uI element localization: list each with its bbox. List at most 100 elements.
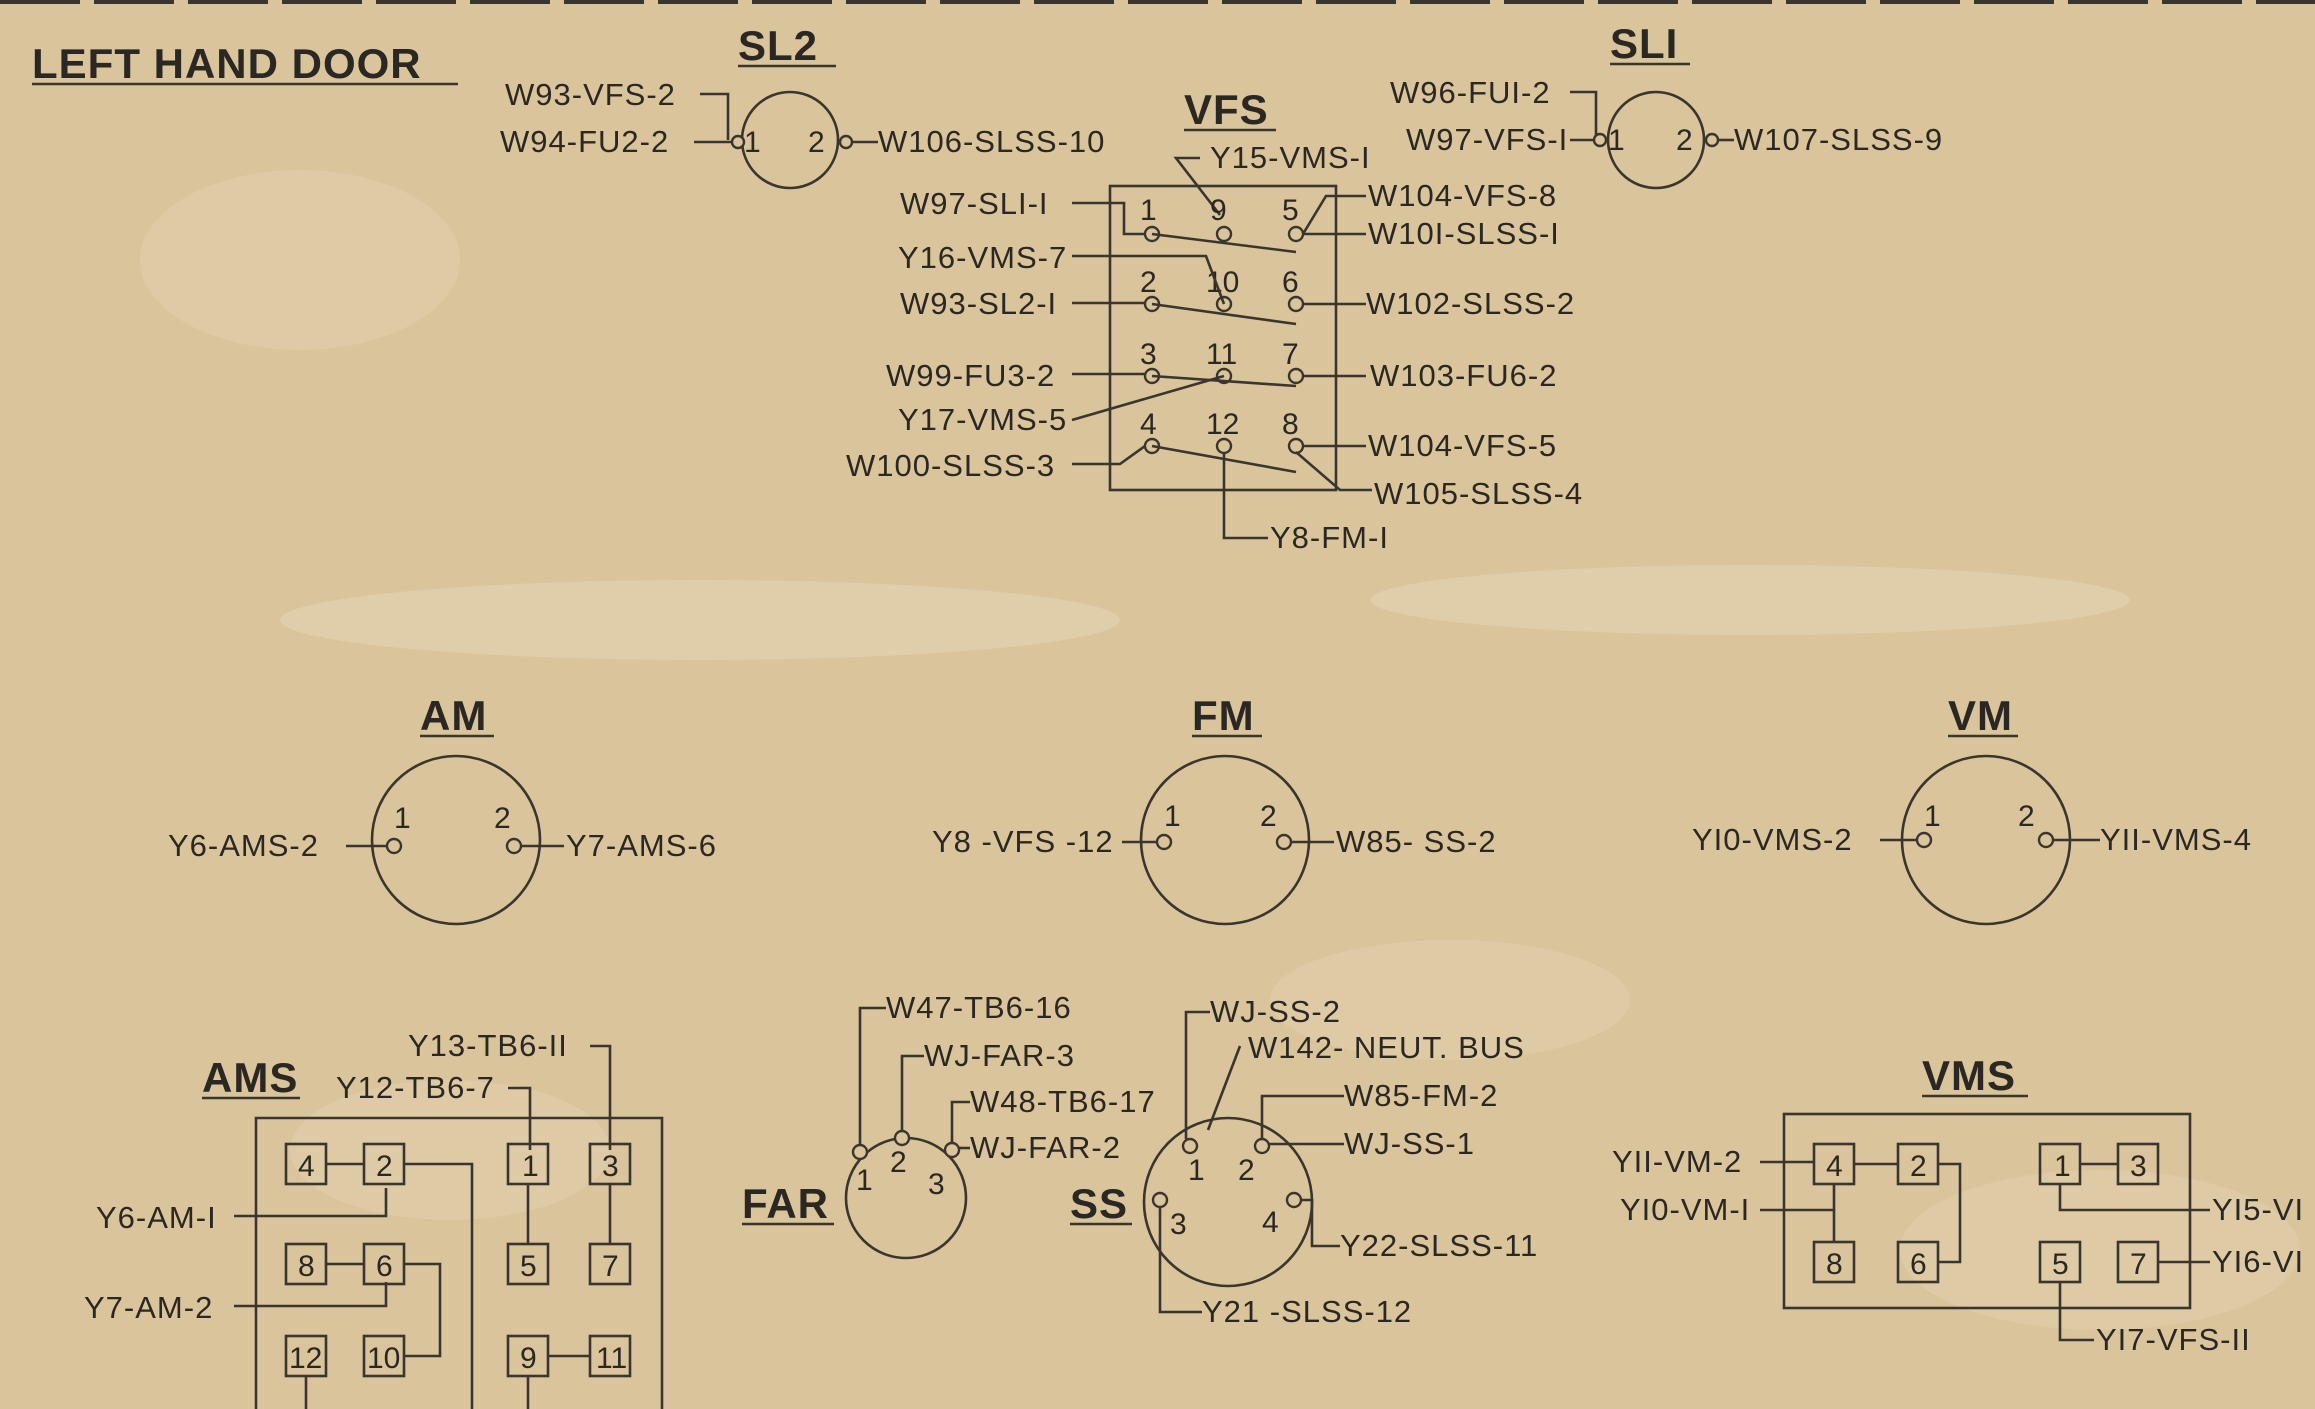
vms-box-5: 5 xyxy=(2052,1248,2069,1281)
page-title: LEFT HAND DOOR xyxy=(32,40,422,87)
vfs-left-6: W100-SLSS-3 xyxy=(846,448,1055,483)
vfs-pin-1: 1 xyxy=(1140,194,1157,227)
vm-pin1: 1 xyxy=(1924,800,1941,833)
ams-box-4: 4 xyxy=(298,1150,315,1183)
vms-right2-label: YI6-VI xyxy=(2212,1244,2304,1279)
vfs-pin-7: 7 xyxy=(1282,338,1299,371)
ss-pin1: 1 xyxy=(1188,1154,1205,1187)
sl1-out-label: W107-SLSS-9 xyxy=(1734,122,1943,157)
fm-pin2: 2 xyxy=(1260,800,1277,833)
fm-right-label: W85- SS-2 xyxy=(1336,824,1497,859)
ams-box-9: 9 xyxy=(520,1342,537,1375)
vfs-bottom-label: Y8-FM-I xyxy=(1270,520,1389,555)
vfs-pin-8: 8 xyxy=(1282,408,1299,441)
vms-component: VMS 4 2 1 3 8 6 5 7 YII-VM-2 YI0-VM-I YI… xyxy=(1612,1052,2304,1357)
vms-title: VMS xyxy=(1922,1052,2016,1099)
ams-box-5: 5 xyxy=(520,1250,537,1283)
fm-pin1: 1 xyxy=(1164,800,1181,833)
sl2-pin1: 1 xyxy=(744,126,761,159)
vms-box-1: 1 xyxy=(2054,1150,2071,1183)
vfs-pin-3: 3 xyxy=(1140,338,1157,371)
far-l2-label: WJ-FAR-3 xyxy=(924,1038,1075,1073)
vfs-left-5: Y17-VMS-5 xyxy=(898,402,1067,437)
am-body xyxy=(370,754,542,926)
vms-box-2: 2 xyxy=(1910,1150,1927,1183)
ss-component: SS 1 2 3 4 WJ-SS-2 W142- NEUT. BUS W85-F… xyxy=(1070,994,1538,1329)
ams-box-7: 7 xyxy=(602,1250,619,1283)
vfs-pin-6: 6 xyxy=(1282,266,1299,299)
vfs-title: VFS xyxy=(1184,86,1269,133)
ss-title: SS xyxy=(1070,1180,1128,1227)
ams-top1-label: Y13-TB6-II xyxy=(408,1028,568,1063)
fm-left-label: Y8 -VFS -12 xyxy=(932,824,1114,859)
ams-left2-label: Y7-AM-2 xyxy=(84,1290,213,1325)
ss-l2-label: W142- NEUT. BUS xyxy=(1248,1030,1525,1065)
vfs-right-2: W10I-SLSS-I xyxy=(1368,216,1560,251)
vm-title: VM xyxy=(1948,692,2013,739)
sl2-component: SL2 W93-VFS-2 W94-FU2-2 1 2 W106-SLSS-10 xyxy=(500,22,1104,190)
vfs-pin-4: 4 xyxy=(1140,408,1157,441)
vm-pin2: 2 xyxy=(2018,800,2035,833)
sl1-in1-label: W96-FUI-2 xyxy=(1390,75,1551,110)
ams-title: AMS xyxy=(202,1054,298,1101)
vm-right-label: YII-VMS-4 xyxy=(2100,822,2252,857)
far-l3-label: W48-TB6-17 xyxy=(970,1084,1156,1119)
vfs-left-3: W93-SL2-I xyxy=(900,286,1057,321)
vfs-left-4: W99-FU3-2 xyxy=(886,358,1055,393)
ss-l5-label: Y22-SLSS-11 xyxy=(1340,1228,1538,1263)
fm-component: FM 1 2 Y8 -VFS -12 W85- SS-2 xyxy=(932,692,1497,926)
ss-l6-label: Y21 -SLSS-12 xyxy=(1202,1294,1412,1329)
vms-bottom-label: YI7-VFS-II xyxy=(2096,1322,2251,1357)
ams-box-2: 2 xyxy=(376,1150,393,1183)
sl1-component: SLI W96-FUI-2 W97-VFS-I 1 2 W107-SLSS-9 xyxy=(1390,20,1943,190)
vms-left1-label: YII-VM-2 xyxy=(1612,1144,1742,1179)
ams-box-8: 8 xyxy=(298,1250,315,1283)
ams-component: AMS Y13-TB6-II Y12-TB6-7 Y6-AM-I Y7-AM-2… xyxy=(84,1028,664,1409)
ams-box-1: 1 xyxy=(522,1150,539,1183)
vfs-right-6: W105-SLSS-4 xyxy=(1374,476,1583,511)
vms-box-4: 4 xyxy=(1826,1150,1843,1183)
vm-component: VM 1 2 YI0-VMS-2 YII-VMS-4 xyxy=(1692,692,2252,926)
vfs-pin-5: 5 xyxy=(1282,194,1299,227)
vfs-right-1: W104-VFS-8 xyxy=(1368,178,1557,213)
vfs-left-1: W97-SLI-I xyxy=(900,186,1049,221)
ss-l4-label: WJ-SS-1 xyxy=(1344,1126,1475,1161)
ss-l3-label: W85-FM-2 xyxy=(1344,1078,1498,1113)
vfs-right-4: W103-FU6-2 xyxy=(1370,358,1557,393)
fm-title: FM xyxy=(1192,692,1255,739)
ss-l1-label: WJ-SS-2 xyxy=(1210,994,1341,1029)
ams-top2-label: Y12-TB6-7 xyxy=(336,1070,495,1105)
far-pin2: 2 xyxy=(890,1146,907,1179)
ss-pin3: 3 xyxy=(1170,1208,1187,1241)
vfs-right-3: W102-SLSS-2 xyxy=(1366,286,1575,321)
far-pin3: 3 xyxy=(928,1168,945,1201)
ams-body xyxy=(254,1116,664,1409)
vms-right1-label: YI5-VI xyxy=(2212,1192,2304,1227)
vfs-pin-11: 11 xyxy=(1206,338,1237,371)
am-right-label: Y7-AMS-6 xyxy=(566,828,717,863)
am-component: AM 1 2 Y6-AMS-2 Y7-AMS-6 xyxy=(168,692,717,926)
vfs-pin-2: 2 xyxy=(1140,266,1157,299)
ams-box-11: 11 xyxy=(596,1342,627,1375)
sl1-body xyxy=(1606,90,1706,190)
sl1-pin2: 2 xyxy=(1676,124,1693,157)
vms-left2-label: YI0-VM-I xyxy=(1620,1192,1750,1227)
ams-box-6: 6 xyxy=(376,1250,393,1283)
vms-box-8: 8 xyxy=(1826,1248,1843,1281)
sl2-in2-label: W94-FU2-2 xyxy=(500,124,669,159)
ams-box-3: 3 xyxy=(602,1150,619,1183)
fm-body xyxy=(1139,754,1311,926)
far-l4-label: WJ-FAR-2 xyxy=(970,1130,1121,1165)
vms-box-6: 6 xyxy=(1910,1248,1927,1281)
far-component: FAR 1 2 3 W47-TB6-16 WJ-FAR-3 W48-TB6-17… xyxy=(742,990,1156,1260)
far-l1-label: W47-TB6-16 xyxy=(886,990,1072,1025)
vfs-top-label: Y15-VMS-I xyxy=(1210,140,1371,175)
vfs-pin-9: 9 xyxy=(1210,194,1227,227)
far-pin1: 1 xyxy=(856,1164,873,1197)
sl1-in2-label: W97-VFS-I xyxy=(1406,122,1568,157)
sl2-title: SL2 xyxy=(738,22,818,69)
am-pin1: 1 xyxy=(394,802,411,835)
far-title: FAR xyxy=(742,1180,829,1227)
sl2-pin2: 2 xyxy=(808,126,825,159)
